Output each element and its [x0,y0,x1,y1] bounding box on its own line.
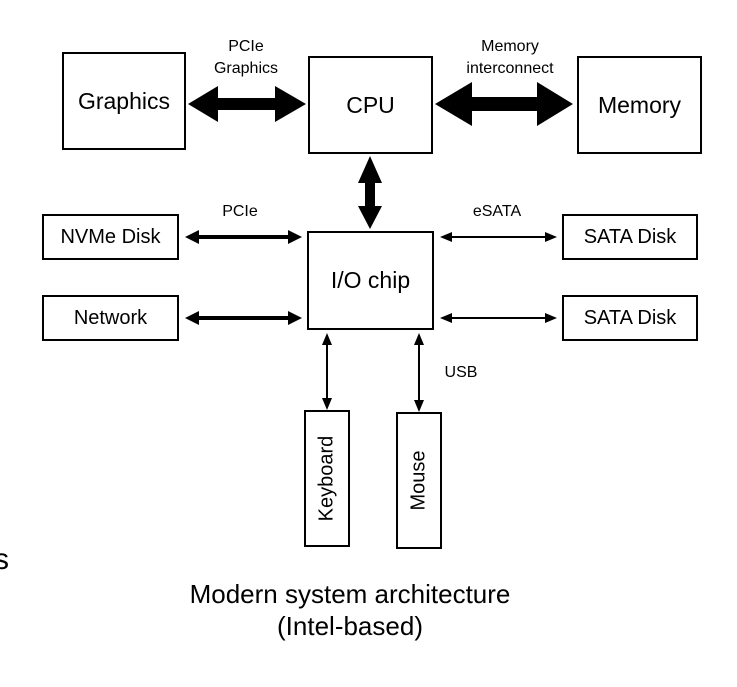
usb-label: USB [444,364,478,381]
esata-label: eSATA [472,203,522,220]
nvme-disk-label: NVMe Disk [60,225,161,248]
caption-line1: Modern system architecture [189,579,511,609]
sata-disk-1-node: SATA Disk [562,214,698,260]
arrow-cpu-io [358,156,382,229]
pcie-graphics-line1: PCIe [228,38,264,55]
io-chip-label: I/O chip [330,267,411,293]
mouse-node: Mouse [396,412,442,549]
memory-interconnect-label: Memory interconnect [445,36,575,80]
caption-line2: (Intel-based) [277,611,423,641]
keyboard-label: Keyboard [315,435,338,522]
diagram-caption: Modern system architecture (Intel-based) [100,578,600,642]
io-chip-node: I/O chip [307,231,434,330]
pcie-label: PCIe [222,203,258,220]
memory-interconnect-line1: Memory [481,38,539,55]
pcie-graphics-line2: Graphics [213,60,279,77]
graphics-label: Graphics [77,87,171,114]
memory-label: Memory [597,91,682,118]
arrow-nvme-io [185,230,302,244]
arrow-graphics-cpu [188,86,306,122]
graphics-node: Graphics [62,52,186,150]
arrow-io-mouse [414,333,424,412]
cpu-node: CPU [308,56,433,154]
arrow-io-keyboard [322,333,332,410]
memory-interconnect-line2: interconnect [466,60,554,77]
arrow-io-sata2 [440,313,557,323]
arrow-cpu-memory [435,82,573,126]
memory-node: Memory [577,56,702,154]
arrow-io-sata1 [440,232,557,242]
keyboard-node: Keyboard [304,410,350,547]
cpu-label: CPU [346,91,395,118]
network-label: Network [73,306,148,329]
mouse-label: Mouse [407,450,430,511]
nvme-disk-node: NVMe Disk [42,214,179,260]
sata-disk-2-label: SATA Disk [583,306,677,329]
sata-disk-1-label: SATA Disk [583,225,677,248]
sata-disk-2-node: SATA Disk [562,295,698,341]
network-node: Network [42,295,179,341]
pcie-graphics-label: PCIe Graphics [196,36,296,80]
clipped-text-fragment: s [0,543,9,576]
arrow-network-io [185,311,302,325]
